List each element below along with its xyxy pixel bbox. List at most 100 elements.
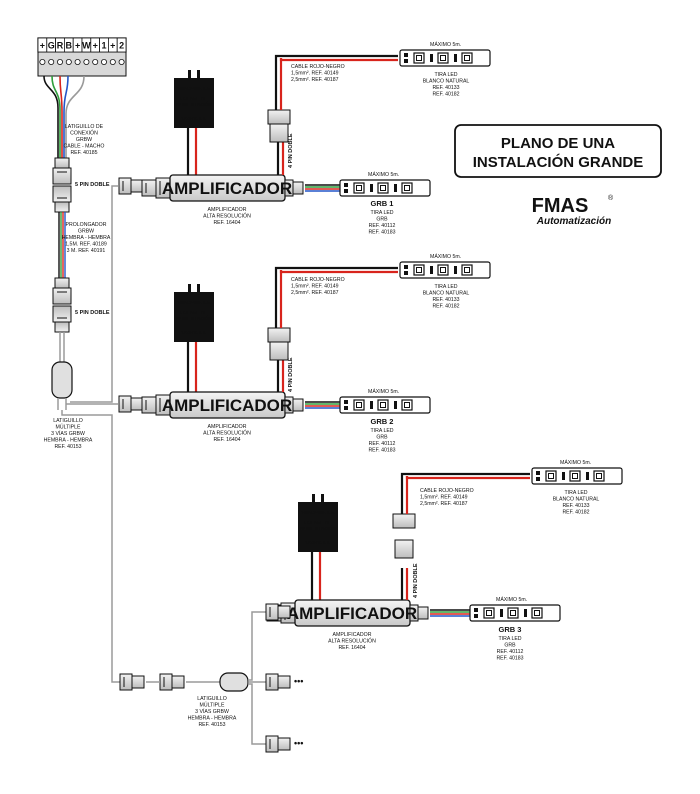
terminal-label-0: + <box>40 41 45 51</box>
terminal-screw <box>74 59 81 66</box>
terminal-screw <box>109 59 116 66</box>
latiguillo-multiple-2-line-4: REF. 40153 <box>198 722 225 728</box>
amp3Desc-tira-blanca-line-1: BLANCO NATURAL <box>553 497 600 503</box>
title-line1: PLANO DE UNA <box>501 135 615 152</box>
amp1Desc-tira-blanca-line-0: TIRA LED <box>434 72 457 78</box>
amp3Desc-maximo-grb: MÁXIMO 5m. <box>496 596 527 603</box>
latiguillo-multiple-2-line-0: LATIGUILLO <box>197 696 227 702</box>
amp1Desc-grb-title: GRB 1 <box>371 199 394 208</box>
psu-3-line-3: 12-24V. c.c. <box>305 540 331 546</box>
amp2Desc-maximo-top: MÁXIMO 5m. <box>430 253 461 260</box>
latiguillo-conexion-line-2: GRBW <box>76 137 92 143</box>
amp1Desc-tira-blanca-line-3: REF. 40182 <box>432 92 459 98</box>
latiguillo-multiple-1-line-1: MÚLTIPLE <box>56 424 82 431</box>
amp1Desc-amp-desc-line-2: REF. 16404 <box>213 220 240 226</box>
psu-3-line-1: FUENTE DE <box>304 520 332 526</box>
amp3Desc-amp-desc-line-2: REF. 16404 <box>338 645 365 651</box>
prolongador-line-0: PROLONGADOR <box>66 222 107 228</box>
amp3Desc-cable-line-0: CABLE ROJO-NEGRO <box>420 488 474 494</box>
amp3Desc-grb-title: GRB 3 <box>499 625 522 634</box>
psu-2-line-3: 12-24V. c.c. <box>181 330 207 336</box>
terminal-screw <box>118 59 125 66</box>
latiguillo-conexion-line-1: CONEXIÓN <box>70 130 98 137</box>
prolongador-line-4: 3 M. REF. 40191 <box>67 248 106 254</box>
amp1Desc-tira-grb-line-1: GRB <box>376 217 388 223</box>
amp2Desc-maximo-grb: MÁXIMO 5m. <box>368 388 399 395</box>
amplifier-3: AMPLIFICADOR 4 PIN DOBLE AMPLIFICADORALT… <box>266 459 623 662</box>
latiguillo-multiple-2-line-3: HEMBRA - HEMBRA <box>188 716 237 722</box>
amp2Desc-cable-line-2: 2,5mm². REF. 40187 <box>291 290 339 296</box>
amp2Desc-grb-title: GRB 2 <box>371 417 394 426</box>
amp3Desc-tira-grb-line-2: REF. 40112 <box>497 649 524 655</box>
terminal-label-5: W <box>82 41 91 51</box>
latiguillo-multiple-2-line-1: MÚLTIPLE <box>200 702 226 709</box>
amplifier-1: AMPLIFICADOR 4 PIN DOBLE AMPLIFICADORALT… <box>118 41 491 236</box>
amp1Desc-cable-line-1: 1,5mm². REF. 40149 <box>291 71 339 77</box>
prolongador-line-2: HEMBRA - HEMBRA <box>62 235 111 241</box>
amp1Desc-tira-grb-line-3: REF. 40183 <box>368 230 395 236</box>
latiguillo-multiple-1-line-2: 3 VÍAS GRBW <box>51 430 85 437</box>
amp2Desc-tira-blanca-line-0: TIRA LED <box>434 284 457 290</box>
terminal-screw <box>65 59 72 66</box>
terminal-label-6: + <box>93 41 98 51</box>
amp1Desc-tira-blanca-line-1: BLANCO NATURAL <box>423 79 470 85</box>
psu-1-text: 100V-240V. c.a.FUENTE DEALIMENTACIÓN12-2… <box>176 86 213 122</box>
terminal-label-3: B <box>66 41 73 51</box>
amp2Desc-amp-desc-line-1: ALTA RESOLUCIÓN <box>203 430 251 437</box>
psu-3-text: 100V-240V. c.a.FUENTE DEALIMENTACIÓN12-2… <box>300 510 337 546</box>
fmas-logo: FMAS ® Automatización <box>532 194 614 227</box>
amp2Desc-tira-blanca-line-3: REF. 40182 <box>432 304 459 310</box>
pin5-label-b: 5 PIN DOBLE <box>75 310 110 316</box>
prolongador-line-3: 1,5M. REF. 40189 <box>65 242 107 248</box>
amp1Desc-cable-line-2: 2,5mm². REF. 40187 <box>291 77 339 83</box>
amp2Desc-amp-desc-line-2: REF. 16404 <box>213 437 240 443</box>
latiguillo-conexion-line-3: CABLE - MACHO <box>64 144 105 150</box>
terminal-screw <box>39 59 46 66</box>
amp2Desc-amp-desc-line-0: AMPLIFICADOR <box>208 424 247 430</box>
title-line2: INSTALACIÓN GRANDE <box>473 153 644 171</box>
amp3Desc-tira-grb-line-0: TIRA LED <box>498 636 521 642</box>
psu-1-line-0: 100V-240V. c.a. <box>177 86 211 92</box>
terminal-label-2: R <box>57 41 64 51</box>
amp1Desc-amp-desc-line-1: ALTA RESOLUCIÓN <box>203 213 251 220</box>
amp2Desc-cable-line-1: 1,5mm². REF. 40149 <box>291 284 339 290</box>
logo-name: FMAS <box>532 195 589 217</box>
amp2Desc-cable-line-0: CABLE ROJO-NEGRO <box>291 277 345 283</box>
logo-subtitle: Automatización <box>536 216 611 227</box>
amp3Desc-tira-grb-line-1: GRB <box>504 643 516 649</box>
amp3Desc-tira-blanca-line-0: TIRA LED <box>564 490 587 496</box>
pin5-label-a: 5 PIN DOBLE <box>75 182 110 188</box>
amp1-pin4: 4 PIN DOBLE <box>288 133 294 168</box>
terminal-label-1: G <box>48 41 55 51</box>
amp1Desc-maximo-top: MÁXIMO 5m. <box>430 41 461 48</box>
terminal-label-4: + <box>75 41 80 51</box>
amp2-pin4: 4 PIN DOBLE <box>288 357 294 392</box>
terminal-wires <box>43 75 85 160</box>
amplifier-2: AMPLIFICADOR 4 PIN DOBLE AMPLIFICADORALT… <box>118 253 491 454</box>
psu-2-line-2: ALIMENTACIÓN <box>176 314 213 322</box>
amp2-label: AMPLIFICADOR <box>162 396 292 415</box>
amp1-label: AMPLIFICADOR <box>162 179 292 198</box>
psu-2-line-0: 100V-240V. c.a. <box>177 300 211 306</box>
amp3Desc-tira-blanca-line-3: REF. 40182 <box>562 510 589 516</box>
terminal-label-7: 1 <box>101 41 106 51</box>
amp2Desc-tira-grb-line-0: TIRA LED <box>370 428 393 434</box>
terminal-screw <box>48 59 55 66</box>
latiguillo-conexion-line-0: LATIGUILLO DE <box>65 124 104 130</box>
terminal-screw <box>101 59 108 66</box>
amp3Desc-tira-grb-line-3: REF. 40183 <box>496 656 523 662</box>
terminal-screw <box>57 59 64 66</box>
left-chain <box>51 157 120 683</box>
amp1Desc-tira-blanca-line-2: REF. 40133 <box>432 85 459 91</box>
latiguillo-conexion-line-4: REF. 40185 <box>70 150 97 156</box>
dots-2: ••• <box>294 738 303 748</box>
amp1Desc-maximo-grb: MÁXIMO 5m. <box>368 171 399 178</box>
psu-1-line-2: ALIMENTACIÓN <box>176 100 213 108</box>
latiguillo-multiple-1-line-0: LATIGUILLO <box>53 418 83 424</box>
terminal-label-9: 2 <box>119 41 124 51</box>
terminal-cell <box>116 37 127 53</box>
amp3Desc-amp-desc-line-1: ALTA RESOLUCIÓN <box>328 638 376 645</box>
amp1Desc-tira-grb-line-2: REF. 40112 <box>369 223 396 229</box>
